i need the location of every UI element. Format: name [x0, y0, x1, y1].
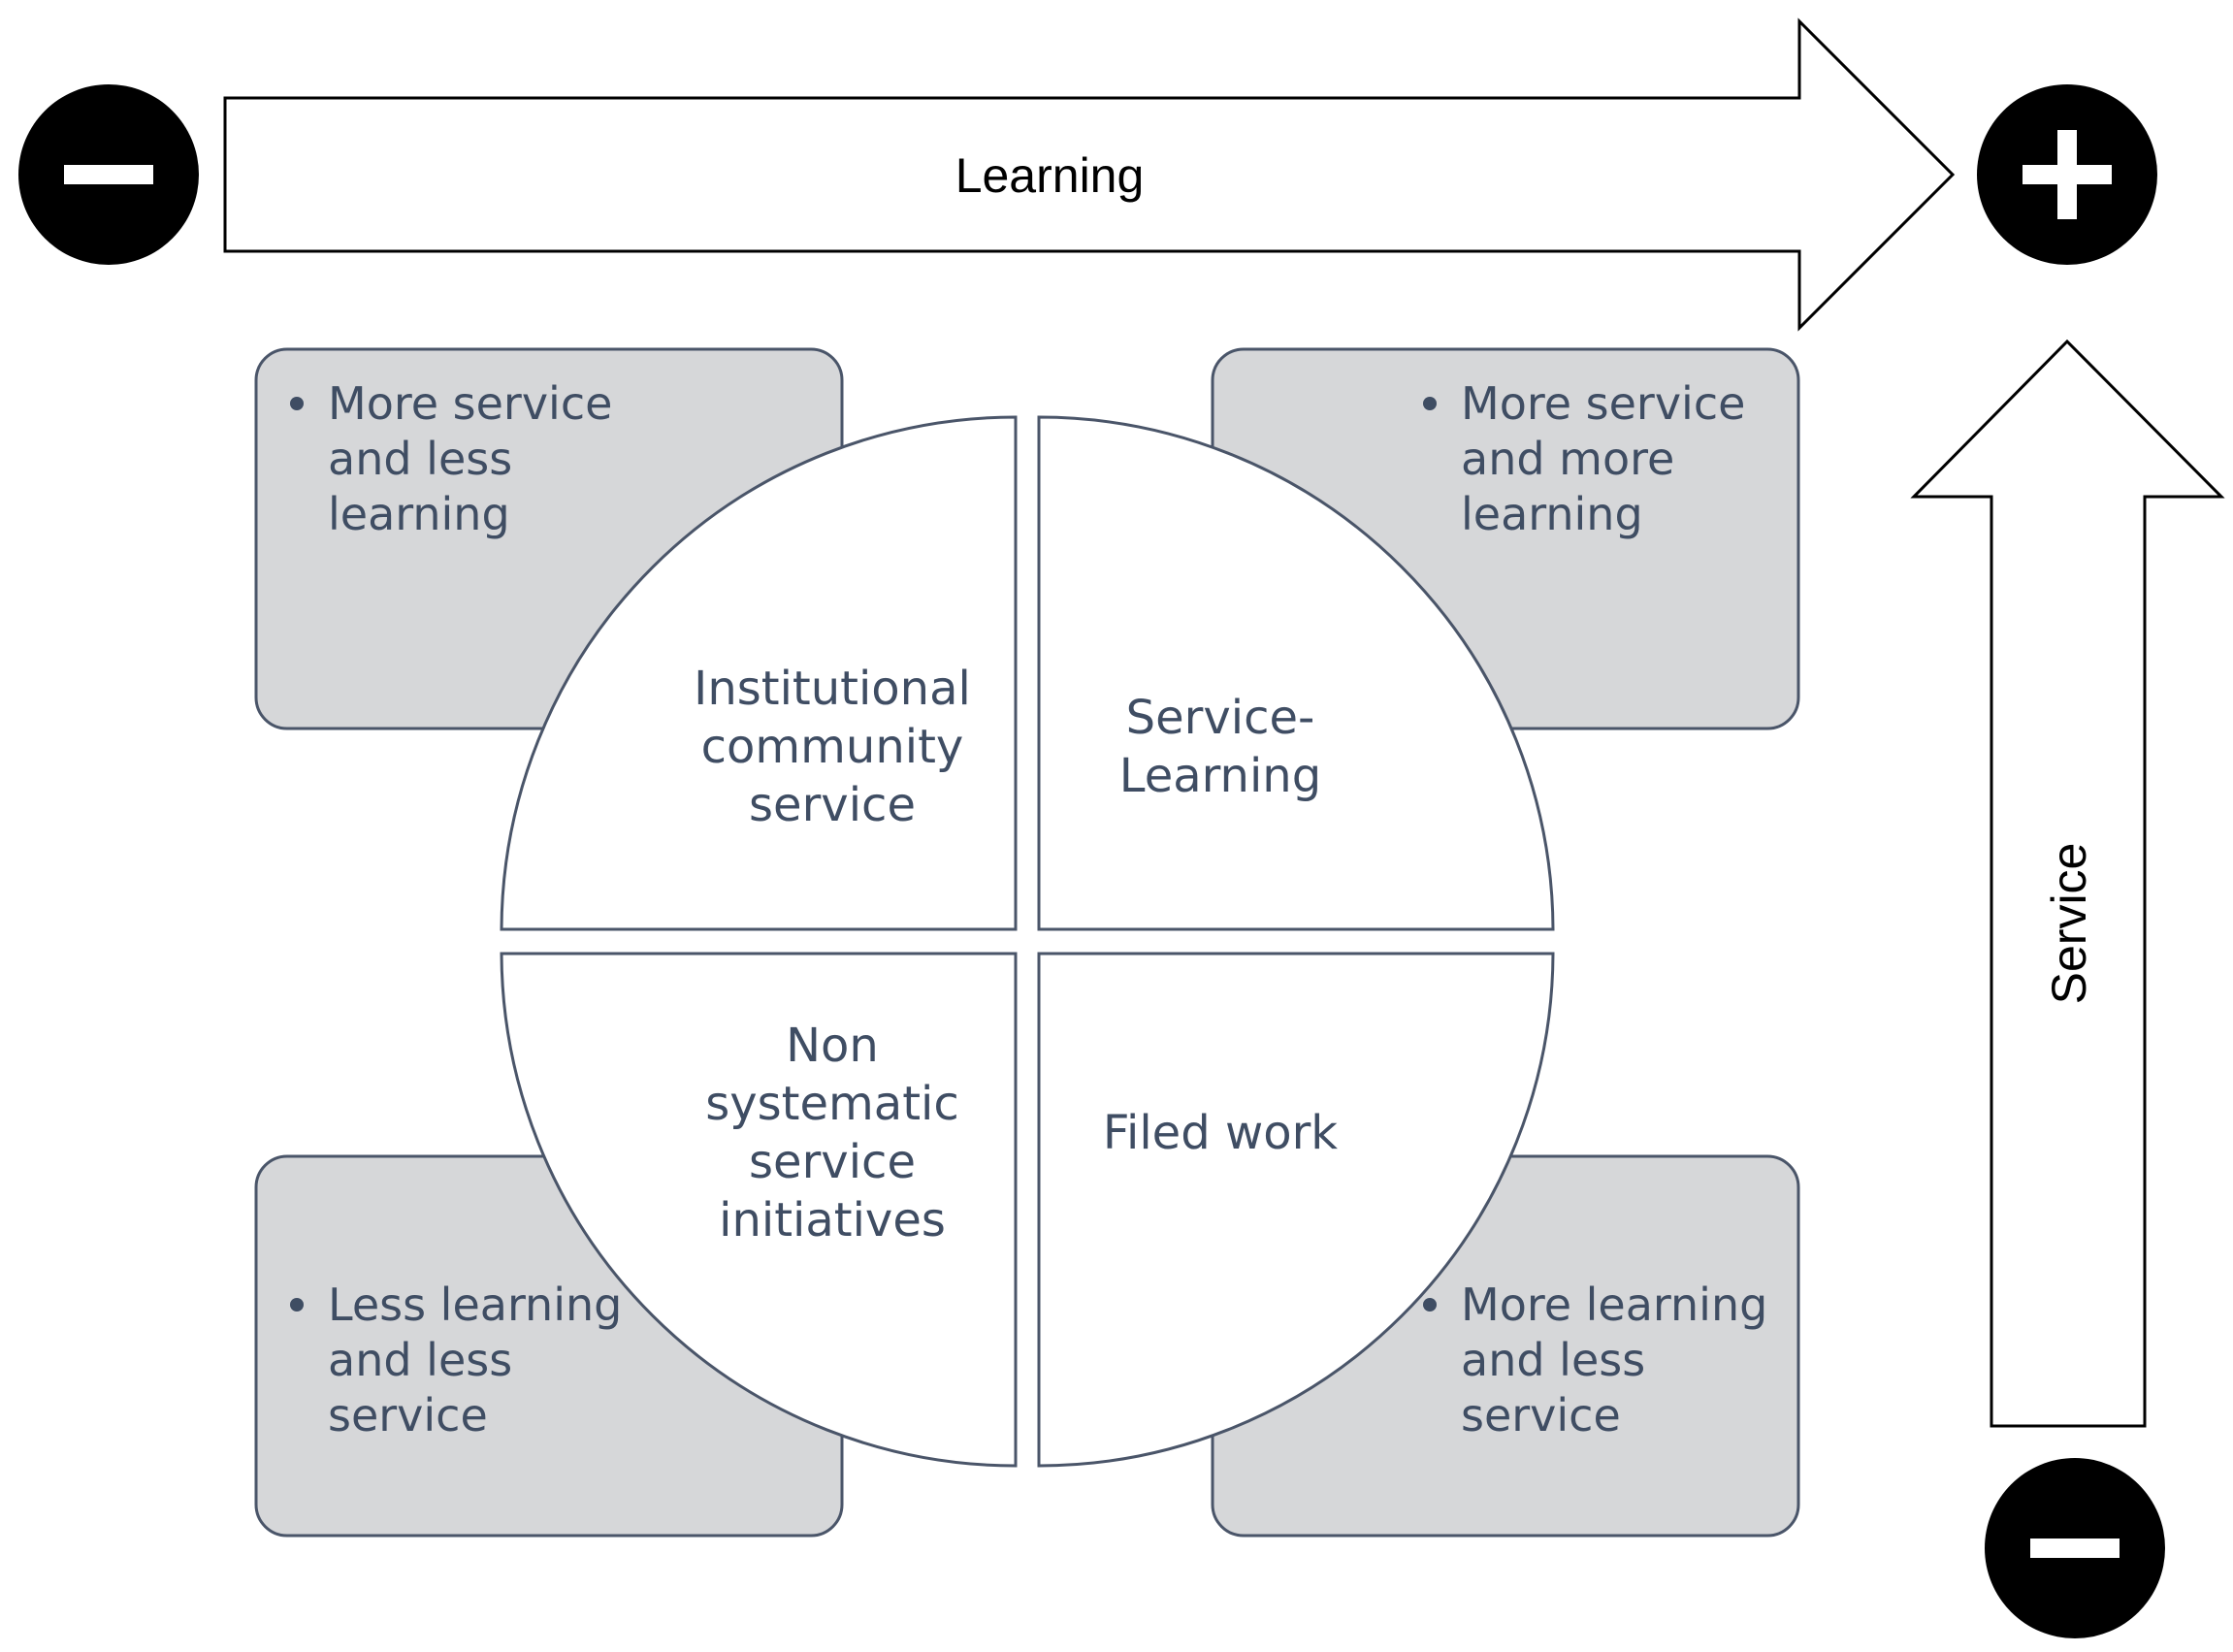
box-text-bottom-left: Less learning and less service — [290, 1279, 622, 1441]
wedge-top-right — [1037, 415, 1555, 931]
high-plus-icon — [1977, 84, 2157, 265]
box-line: and less — [1461, 1334, 1645, 1386]
quadrant-label-line: Filed work — [1103, 1106, 1338, 1160]
box-line: service — [328, 1389, 488, 1441]
quadrant-label-bottom-left: Non systematic service initiatives — [705, 1019, 959, 1247]
quadrant-label-line: Institutional — [694, 662, 971, 716]
box-line: and less — [328, 433, 512, 485]
quadrant-label-top-left: Institutional community service — [694, 662, 971, 832]
quadrant-label-line: Non — [786, 1019, 879, 1073]
box-line: learning — [1461, 488, 1643, 540]
quadrant-label-line: systematic — [705, 1077, 959, 1131]
quadrant-label-line: Service- — [1126, 691, 1315, 745]
quadrant-label-line: service — [749, 1135, 916, 1189]
box-line: service — [1461, 1389, 1621, 1441]
learning-axis-label: Learning — [955, 148, 1145, 203]
quadrant-label-line: service — [749, 778, 916, 832]
box-line: More learning — [1461, 1279, 1767, 1331]
service-arrow — [1910, 339, 2225, 1428]
box-line: and less — [328, 1334, 512, 1386]
wedge-top-left — [500, 415, 1018, 931]
box-line: More service — [1461, 377, 1745, 430]
box-line: learning — [328, 488, 510, 540]
learning-low-minus-icon — [18, 84, 199, 265]
quadrant-label-top-right: Service- Learning — [1119, 691, 1321, 803]
quadrant-label-bottom-right: Filed work — [1103, 1106, 1338, 1160]
service-low-minus-icon — [1985, 1458, 2165, 1638]
box-line: Less learning — [328, 1279, 622, 1331]
quadrant-label-line: initiatives — [719, 1193, 946, 1247]
quadrant-label-line: community — [701, 720, 964, 774]
box-text-top-left: More service and less learning — [290, 377, 612, 540]
box-text-bottom-right: More learning and less service — [1423, 1279, 1767, 1441]
learning-arrow — [223, 17, 1956, 332]
box-line: and more — [1461, 433, 1674, 485]
service-axis-label: Service — [2042, 843, 2096, 1005]
box-line: More service — [328, 377, 612, 430]
box-text-top-right: More service and more learning — [1423, 377, 1745, 540]
wedge-bottom-left — [500, 952, 1018, 1468]
quadrant-label-line: Learning — [1119, 749, 1321, 803]
wedge-bottom-right — [1037, 952, 1555, 1468]
